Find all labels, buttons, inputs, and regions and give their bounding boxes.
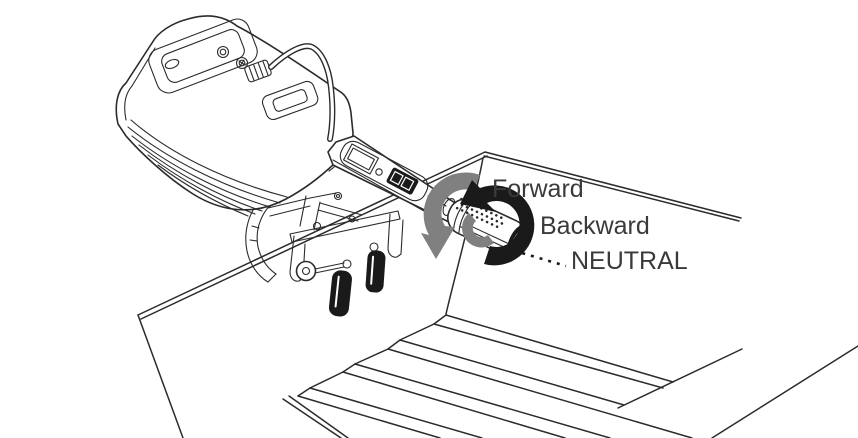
forward-rotation-arrow — [421, 172, 480, 259]
clamp-screw-handle — [365, 250, 386, 293]
display-screen — [342, 143, 380, 175]
top-recess-panel — [148, 18, 258, 94]
filler-cap — [216, 45, 230, 59]
backward-label: Backward — [540, 212, 650, 240]
clamp-screw-handle — [328, 270, 352, 317]
carry-handle-recess — [261, 80, 319, 121]
vent-screw — [235, 56, 249, 70]
outboard-motor — [115, 15, 529, 317]
forward-label: Forward — [492, 175, 584, 203]
forward-arrow-tail — [461, 213, 494, 248]
keypad-buttons — [386, 167, 419, 195]
tiller-top-panel — [339, 140, 429, 202]
tilt-pin-handle — [295, 259, 352, 282]
neutral-leader-line — [504, 246, 567, 268]
tiller-button — [375, 168, 383, 176]
transom-clamp-bracket — [245, 191, 404, 317]
backward-rotation-arrow — [460, 180, 535, 266]
direction-labels: Forward Backward NEUTRAL — [492, 175, 688, 275]
power-cable — [268, 43, 336, 142]
boat-floor-steps — [282, 314, 693, 438]
rotation-arrows — [421, 172, 535, 266]
motor-head — [115, 15, 354, 217]
vent-lines — [127, 119, 288, 217]
neutral-label: NEUTRAL — [571, 247, 688, 275]
boat-hull — [137, 151, 858, 438]
